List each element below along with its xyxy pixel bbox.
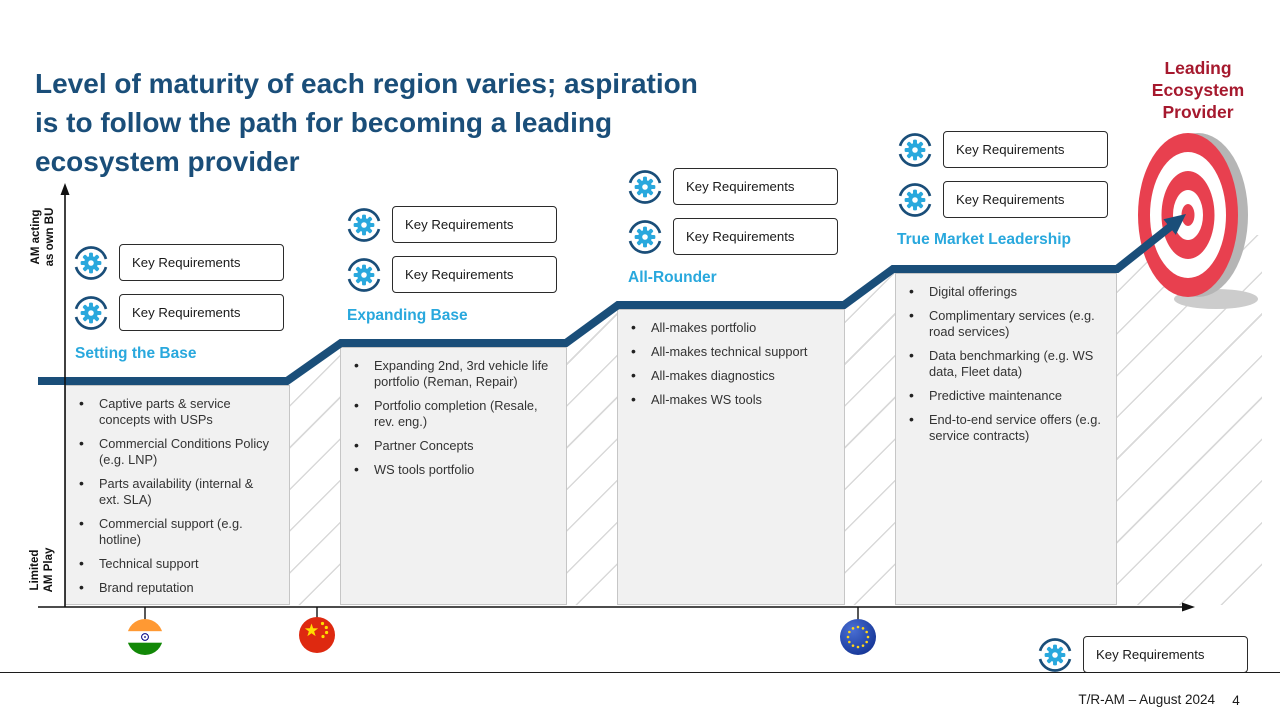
bullet-item: Data benchmarking (e.g. WS data, Fleet d…	[896, 347, 1110, 380]
key-requirements-row: Key Requirements	[346, 256, 557, 293]
key-requirements-box: Key Requirements	[119, 244, 284, 281]
key-requirements-row: Key Requirements	[897, 181, 1108, 218]
goal-line: Provider	[1162, 102, 1234, 122]
gear-icon	[346, 257, 382, 293]
bullet-item: All-makes technical support	[618, 343, 838, 360]
key-requirements-box: Key Requirements	[673, 168, 838, 205]
hatch-strip	[567, 309, 617, 605]
key-requirements-row: Key Requirements	[897, 131, 1108, 168]
page-title: Level of maturity of each region varies;…	[35, 64, 855, 181]
key-requirements-box: Key Requirements	[943, 181, 1108, 218]
bullet-item: WS tools portfolio	[341, 461, 560, 478]
bullet-list: Expanding 2nd, 3rd vehicle life portfoli…	[341, 348, 566, 478]
key-requirements-box: Key Requirements	[1083, 636, 1248, 673]
gear-icon	[73, 295, 109, 331]
bullet-item: Predictive maintenance	[896, 387, 1110, 404]
title-line: ecosystem provider	[35, 146, 300, 177]
eu-flag-icon	[840, 619, 876, 655]
bullet-list: Digital offerings Complimentary services…	[896, 274, 1116, 444]
axis-label-line: as own BU	[43, 207, 56, 267]
bullet-item: End-to-end service offers (e.g. service …	[896, 411, 1110, 444]
bullet-item: Digital offerings	[896, 283, 1110, 300]
hatch-strip	[845, 271, 895, 605]
key-requirements-box: Key Requirements	[119, 294, 284, 331]
key-requirements-box: Key Requirements	[943, 131, 1108, 168]
stage-title-expanding-base: Expanding Base	[347, 307, 468, 324]
stage-panel-true-market-leadership: Digital offerings Complimentary services…	[895, 273, 1117, 605]
key-requirements-row: Key Requirements	[73, 294, 284, 331]
page-number: 4	[1232, 693, 1240, 708]
bullet-item: All-makes diagnostics	[618, 367, 838, 384]
bullet-item: Expanding 2nd, 3rd vehicle life portfoli…	[341, 357, 560, 390]
goal-line: Leading	[1164, 58, 1232, 78]
gear-icon	[897, 182, 933, 218]
title-line: is to follow the path for becoming a lea…	[35, 107, 613, 138]
gear-icon	[627, 219, 663, 255]
bullet-item: Complimentary services (e.g. road servic…	[896, 307, 1110, 340]
footer-divider	[0, 672, 1280, 674]
key-requirements-row: Key Requirements	[73, 244, 284, 281]
axis-label-line: AM acting	[30, 209, 42, 265]
key-requirements-row: Key Requirements	[627, 218, 838, 255]
stage-panel-all-rounder: All-makes portfolio All-makes technical …	[617, 309, 845, 605]
bullet-item: Portfolio completion (Resale, rev. eng.)	[341, 397, 560, 430]
y-axis-arrowhead-icon	[60, 183, 70, 195]
bullet-item: Commercial Conditions Policy (e.g. LNP)	[66, 435, 283, 468]
gear-icon	[897, 132, 933, 168]
hatch-strip	[290, 347, 340, 605]
y-axis-bottom-label: Limited AM Play	[29, 524, 57, 616]
key-requirements-row: Key Requirements	[1037, 636, 1248, 673]
gear-icon	[1037, 637, 1073, 673]
gear-icon	[73, 245, 109, 281]
stage-panel-expanding-base: Expanding 2nd, 3rd vehicle life portfoli…	[340, 347, 567, 605]
hatch-strip	[1117, 235, 1262, 605]
china-flag-icon	[299, 617, 335, 653]
key-requirements-row: Key Requirements	[346, 206, 557, 243]
india-flag-icon	[127, 619, 163, 655]
axis-label-line: AM Play	[42, 547, 55, 593]
key-requirements-box: Key Requirements	[392, 256, 557, 293]
stage-panel-setting-the-base: Captive parts & service concepts with US…	[65, 385, 290, 605]
title-line: Level of maturity of each region varies;…	[35, 68, 698, 99]
arrowhead-icon	[1163, 214, 1186, 235]
bullet-list: Captive parts & service concepts with US…	[66, 386, 289, 596]
key-requirements-box: Key Requirements	[673, 218, 838, 255]
gear-icon	[627, 169, 663, 205]
key-requirements-box: Key Requirements	[392, 206, 557, 243]
bullet-item: Technical support	[66, 555, 283, 572]
stage-title-true-market-leadership: True Market Leadership	[897, 231, 1072, 248]
bullet-item: Captive parts & service concepts with US…	[66, 395, 283, 428]
bullet-list: All-makes portfolio All-makes technical …	[618, 310, 844, 408]
y-axis-top-label: AM acting as own BU	[30, 191, 58, 283]
bullet-item: All-makes WS tools	[618, 391, 838, 408]
goal-label: Leading Ecosystem Provider	[1128, 57, 1268, 123]
gear-icon	[346, 207, 382, 243]
footer-text: T/R-AM – August 2024	[1078, 692, 1215, 707]
bullet-item: Parts availability (internal & ext. SLA)	[66, 475, 283, 508]
bullet-item: Brand reputation	[66, 579, 283, 596]
key-requirements-row: Key Requirements	[627, 168, 838, 205]
bullet-item: All-makes portfolio	[618, 319, 838, 336]
stage-title-setting-the-base: Setting the Base	[75, 345, 197, 362]
bullet-item: Partner Concepts	[341, 437, 560, 454]
bullet-item: Commercial support (e.g. hotline)	[66, 515, 283, 548]
axis-label-line: Limited	[29, 549, 41, 591]
stage-title-all-rounder: All-Rounder	[628, 269, 717, 286]
goal-line: Ecosystem	[1151, 80, 1245, 100]
